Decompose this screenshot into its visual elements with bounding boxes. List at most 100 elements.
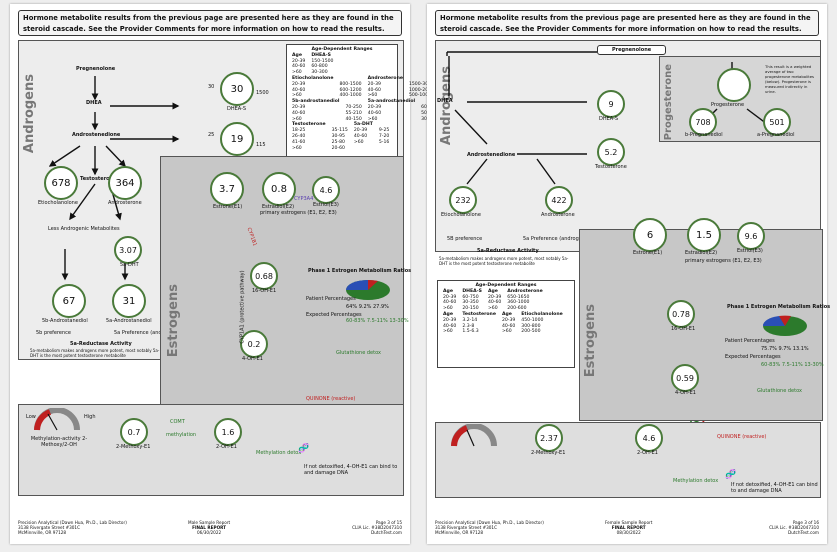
label-primary-estrogens: primary estrogens (E1, E2, E3) (260, 210, 337, 216)
phase1-pie-chart (762, 315, 807, 336)
phase1-expected-label: Expected Percentages (306, 312, 362, 318)
range-cell: 55-210 (345, 110, 362, 116)
label-b-pregnanediol: b-Pregnanediol (685, 132, 723, 138)
range-cell: 20-150 (462, 306, 479, 312)
range-cell: 40-60 (292, 110, 306, 116)
range-cell: 150-1500 (311, 58, 334, 64)
range-cell: 200-600 (507, 306, 527, 312)
gauge-16-oh-e1: 0.78 (667, 300, 695, 328)
gauge-estradiol: 1.5 (687, 218, 721, 252)
gauge-androsterone: 422 (545, 186, 573, 214)
label-primary-estrogens: primary estrogens (E1, E2, E3) (685, 258, 762, 264)
gauge-b-pregnanediol: 708 (689, 108, 717, 136)
range-cell: 650-1650 (507, 294, 530, 300)
reductase-right: 5a Preference (androgenic) (114, 330, 183, 336)
range-cell: 3.2-14 (462, 317, 478, 323)
node-dhea: DHEA (86, 100, 102, 106)
range-cell: 20-39 (367, 81, 381, 87)
gauge-progesterone (717, 68, 751, 102)
dna-damage-note: If not detoxified, 4-OH-E1 can bind to a… (304, 464, 398, 476)
node-androstenedione: Androstenedione (467, 152, 516, 158)
range-cell: 30-350 (462, 300, 479, 306)
range-cell: Age (501, 311, 512, 317)
gauge-etiocholanolone: 232 (449, 186, 477, 214)
gauge-testosterone: 19 (220, 122, 254, 156)
range-cell: 40-150 (345, 116, 362, 122)
label-estrone: Estrone(E1) (213, 204, 243, 210)
label-cyp1a1: CYP1A1 (protective pathway) (239, 270, 246, 344)
gauge-4-oh-e1: 0.59 (671, 364, 699, 392)
gauge-16-oh-e1: 0.68 (250, 262, 278, 290)
phase1-pie-chart (346, 279, 390, 300)
estrogens-label: Estrogens (583, 304, 598, 378)
range-cell: 300-800 (521, 323, 541, 329)
gauge-2-oh-e1: 1.6 (214, 418, 242, 446)
reductase-title: 5a-Reductase Activity (477, 248, 539, 254)
range-cell: 26-40 (292, 133, 306, 139)
label-etiocholanolone: Etiocholanolone (441, 212, 481, 218)
range-cell: >60 (367, 93, 378, 99)
phase1-patient-label: Patient Percentages (306, 296, 356, 302)
label-4-oh-e1: 4-OH-E1 (242, 356, 263, 362)
range-cell: >60 (501, 329, 512, 335)
label-cyp3a4: CYP3A4 (294, 196, 314, 202)
range-cell: Age (487, 288, 498, 294)
gauge-estriol: 4.6 (312, 176, 340, 204)
label-2-oh-e1: 2-OH-E1 (637, 450, 658, 456)
label-testosterone: Testosterone (595, 164, 627, 170)
phase1-patient-label: Patient Percentages (725, 338, 775, 344)
range-cell: 7-20 (378, 133, 390, 139)
estrogens-label: Estrogens (166, 284, 181, 358)
label-estriol: Estriol(E3) (313, 202, 339, 208)
methylation-section (435, 422, 821, 498)
label-methylation-detox: Methylation detox (256, 450, 302, 456)
range-cell: 9-25 (378, 128, 390, 134)
page-footer: Precision Analytical (Dawn Hua, Ph.D., L… (18, 520, 402, 538)
footer-lab: Precision Analytical (Dawn Hua, Ph.D., L… (435, 520, 544, 536)
label-a-pregnanediol: a-Pregnanediol (757, 132, 795, 138)
page-footer: Precision Analytical (Dawn Hua, Ph.D., L… (435, 520, 819, 538)
range-cell: 40-60 (353, 133, 368, 139)
gauge-estradiol: 0.8 (262, 172, 296, 206)
range-cell: 20-39 (487, 294, 502, 300)
progesterone-note: This result is a weighted average of two… (765, 64, 815, 94)
node-dhea: DHEA (437, 98, 453, 104)
label-a-androstanediol: 5a-Androstanediol (106, 318, 152, 324)
label-glutathione-detox: Glutathione detox (757, 388, 802, 394)
gauge-testosterone: 5.2 (597, 138, 625, 166)
phase1-title: Phase 1 Estrogen Metabolism Ratios (308, 268, 412, 274)
reductase-note: 5a-metabolism makes androgens more poten… (439, 256, 569, 266)
range-cell: Age (443, 311, 453, 317)
range-cell: Testosterone (292, 122, 326, 128)
range-cell: >60 (487, 306, 498, 312)
gauge-2-methoxy-e1: 2.37 (535, 424, 563, 452)
node-pregnenolone: Pregnenolone (597, 45, 667, 55)
label-2-methoxy-e1: 2-Methoxy-E1 (116, 444, 151, 450)
range-cell: 40-60 (501, 323, 516, 329)
range-cell: 41-60 (292, 139, 306, 145)
range-cell: 20-39 (501, 317, 516, 323)
label-estriol: Estriol(E3) (737, 248, 763, 254)
range-cell: Androsterone (507, 288, 543, 294)
range-cell (376, 146, 392, 152)
label-etiocholanolone: Etiocholanolone (38, 200, 78, 206)
label-glutathione-detox: Glutathione detox (336, 350, 381, 356)
range-cell: 20-39 (443, 294, 457, 300)
label-androsterone: Androsterone (541, 212, 575, 218)
phase1-patient-values: 64% 9.2% 27.9% (346, 304, 389, 310)
t-min: 25 (208, 132, 215, 138)
label-dheas: DHEA-S (227, 106, 247, 112)
label-dht: 5a-DHT (120, 262, 139, 268)
range-cell: Etiocholanolone (521, 311, 563, 317)
